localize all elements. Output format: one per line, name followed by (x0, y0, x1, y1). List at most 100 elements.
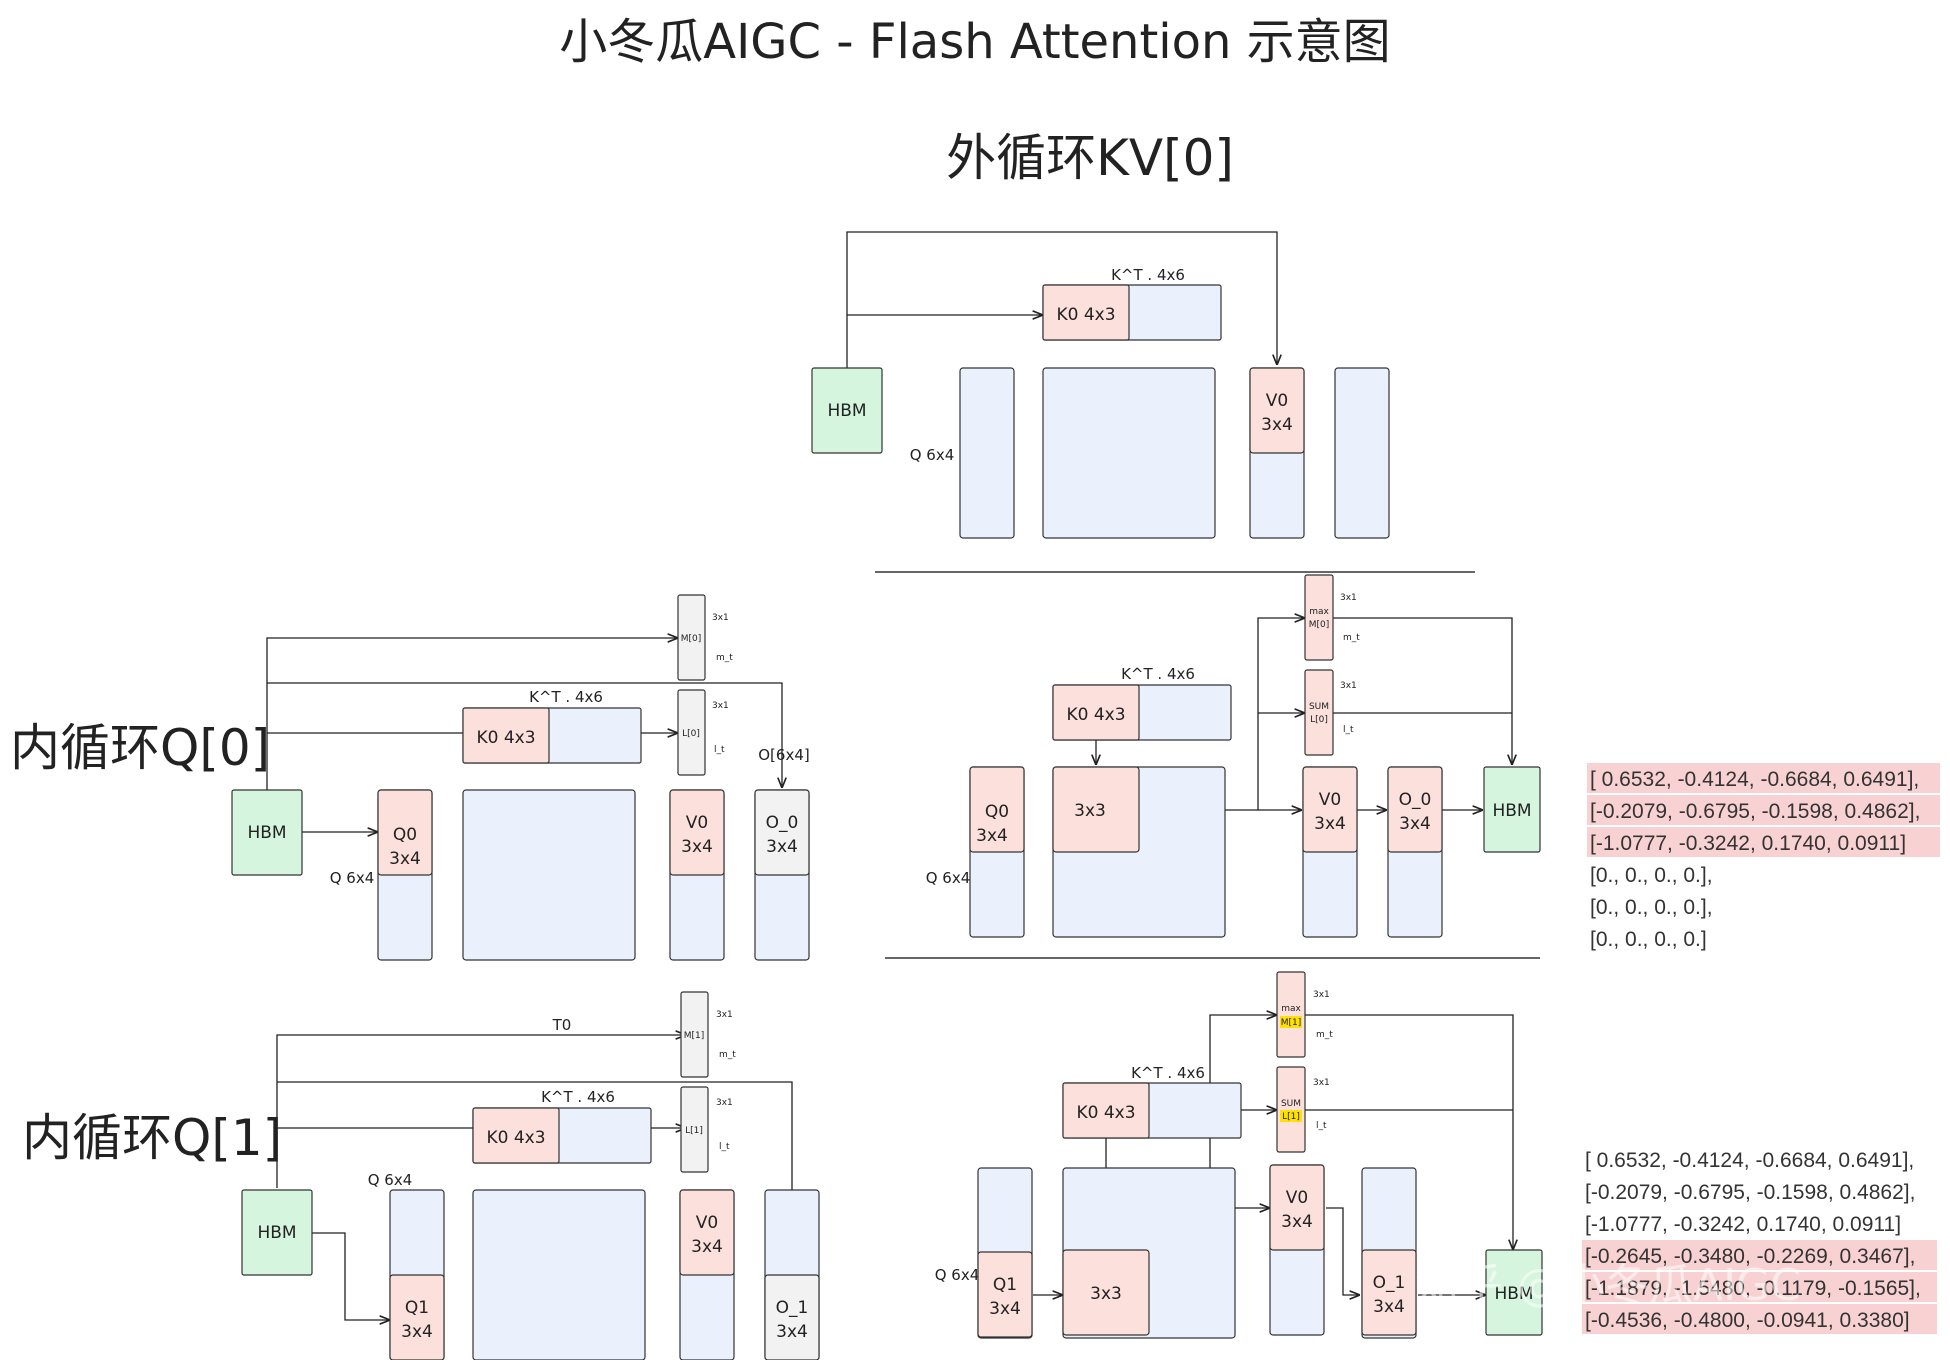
l0-label: L[0] (682, 729, 700, 739)
lt-label: l_t (714, 745, 725, 755)
matrix-row: [ 0.6532, -0.4124, -0.6684, 0.6491], (1585, 1149, 1914, 1172)
max-label: max (1281, 1004, 1301, 1014)
m1-label: M[1] (684, 1031, 705, 1041)
matrix-row: [-0.2079, -0.6795, -0.1598, 0.4862], (1585, 1181, 1915, 1204)
v0-block (1249, 367, 1305, 454)
lt-label: l_t (1343, 725, 1354, 735)
kt-label: K^T . 4x6 (529, 688, 603, 706)
v0-label: V0 (1319, 790, 1341, 810)
k0-block (462, 707, 550, 764)
q1-label: Q1 (405, 1298, 429, 1318)
q1-block (389, 1274, 445, 1360)
hbm-label: HBM (257, 1223, 296, 1243)
l0-label: L[0] (1310, 715, 1328, 725)
t0-label: T0 (552, 1016, 572, 1034)
hbm-box (1483, 766, 1541, 853)
k0-block (1052, 684, 1140, 741)
m1-label: M[1] (1281, 1018, 1302, 1028)
q-label: Q 6x4 (926, 869, 971, 887)
hbm-label: HBM (1492, 801, 1531, 821)
v0-dim-label: 3x4 (691, 1237, 723, 1257)
v0-label: V0 (696, 1213, 718, 1233)
sum-op-box (1304, 669, 1334, 756)
q0-block (969, 766, 1025, 853)
m0-label: M[0] (681, 634, 702, 644)
k0-label: K0 4x3 (476, 728, 535, 748)
o1-block (1361, 1249, 1417, 1336)
m-dim-label: 3x1 (712, 613, 729, 623)
k0-label: K0 4x3 (1056, 305, 1115, 325)
m-stat-box (680, 991, 709, 1078)
hbm-label: HBM (1494, 1284, 1533, 1304)
watermark-text: 知乎 @小冬瓜AIGC (1415, 1260, 1801, 1311)
m-dim-label: 3x1 (1340, 593, 1357, 603)
kt-label: K^T . 4x6 (541, 1088, 615, 1106)
o0-block (1387, 766, 1443, 853)
v0-block (679, 1189, 735, 1276)
q0-dim-label: 3x4 (976, 826, 1008, 846)
mt-label: m_t (716, 653, 733, 663)
q1-label: Q1 (993, 1275, 1017, 1295)
score-matrix (472, 1189, 646, 1360)
q1-block (977, 1251, 1033, 1338)
l1-highlight (1280, 1110, 1302, 1122)
sum-label: SUM (1281, 1099, 1301, 1109)
mt-label: m_t (719, 1050, 736, 1060)
matrix-row: [0., 0., 0., 0.], (1590, 896, 1713, 919)
o1-label: O_1 (776, 1298, 809, 1318)
l-dim-label: 3x1 (716, 1098, 733, 1108)
q1-dim-label: 3x4 (401, 1322, 433, 1342)
section-title-inner1: 内循环Q[1] (22, 1109, 282, 1167)
q-label: Q 6x4 (330, 869, 375, 887)
lt-label: l_t (719, 1142, 730, 1152)
q0-label: Q0 (985, 802, 1009, 822)
m-dim-label: 3x1 (716, 1010, 733, 1020)
page-title: 小冬瓜AIGC - Flash Attention 示意图 (559, 14, 1390, 70)
score-matrix (1042, 367, 1216, 539)
m0-label: M[0] (1309, 620, 1330, 630)
v0-label: V0 (1286, 1188, 1308, 1208)
matrix-row: [-1.1879, -1.5480, -0.1179, -0.1565], (1585, 1277, 1921, 1300)
highlight-row (1582, 1304, 1937, 1334)
sum-op-box (1276, 1066, 1306, 1153)
q-label: Q 6x4 (368, 1171, 413, 1189)
matrix-row: [-1.0777, -0.3242, 0.1740, 0.0911] (1590, 832, 1906, 855)
l-stat-box (677, 689, 706, 776)
panel-compute-q1: K^T . 4x6 K0 4x3 max M[1] 3x1 m_t SUM L[… (935, 971, 1543, 1339)
mt-label: m_t (1316, 1030, 1333, 1040)
max-op-box (1304, 574, 1334, 661)
q-label: Q 6x4 (935, 1266, 980, 1284)
k0-block (472, 1107, 560, 1164)
kt-label: K^T . 4x6 (1121, 665, 1195, 683)
highlight-row (1587, 763, 1940, 793)
matrix-row: [-1.0777, -0.3242, 0.1740, 0.0911] (1585, 1213, 1901, 1236)
l-dim-label: 3x1 (712, 701, 729, 711)
o-matrix (1334, 367, 1390, 539)
section-title-inner0: 内循环Q[0] (10, 719, 270, 777)
v0-label: V0 (686, 813, 708, 833)
v0-block (1302, 766, 1358, 853)
o0-dim-label: 3x4 (1399, 814, 1431, 834)
q-matrix (959, 367, 1015, 539)
k0-label: K0 4x3 (1076, 1103, 1135, 1123)
m-dim-label: 3x1 (1313, 990, 1330, 1000)
output-matrix-q1: [ 0.6532, -0.4124, -0.6684, 0.6491], [-0… (1582, 1149, 1937, 1334)
mt-label: m_t (1343, 633, 1360, 643)
o0-label: O_0 (1399, 790, 1432, 810)
score-block (1052, 766, 1140, 853)
matrix-row: [0., 0., 0., 0.] (1590, 928, 1707, 951)
v0-label: V0 (1266, 391, 1288, 411)
lt-label: l_t (1316, 1121, 1327, 1131)
o0-block (754, 789, 810, 876)
highlight-row (1587, 795, 1940, 825)
highlight-row (1587, 827, 1940, 857)
v0-dim-label: 3x4 (1314, 814, 1346, 834)
hbm-label: HBM (247, 823, 286, 843)
matrix-row: [-0.4536, -0.4800, -0.0941, 0.3380] (1585, 1309, 1910, 1332)
k0-label: K0 4x3 (486, 1128, 545, 1148)
v0-block (669, 789, 725, 876)
hbm-box (811, 367, 883, 454)
o1-label: O_1 (1373, 1273, 1406, 1293)
matrix-row: [0., 0., 0., 0.], (1590, 864, 1713, 887)
